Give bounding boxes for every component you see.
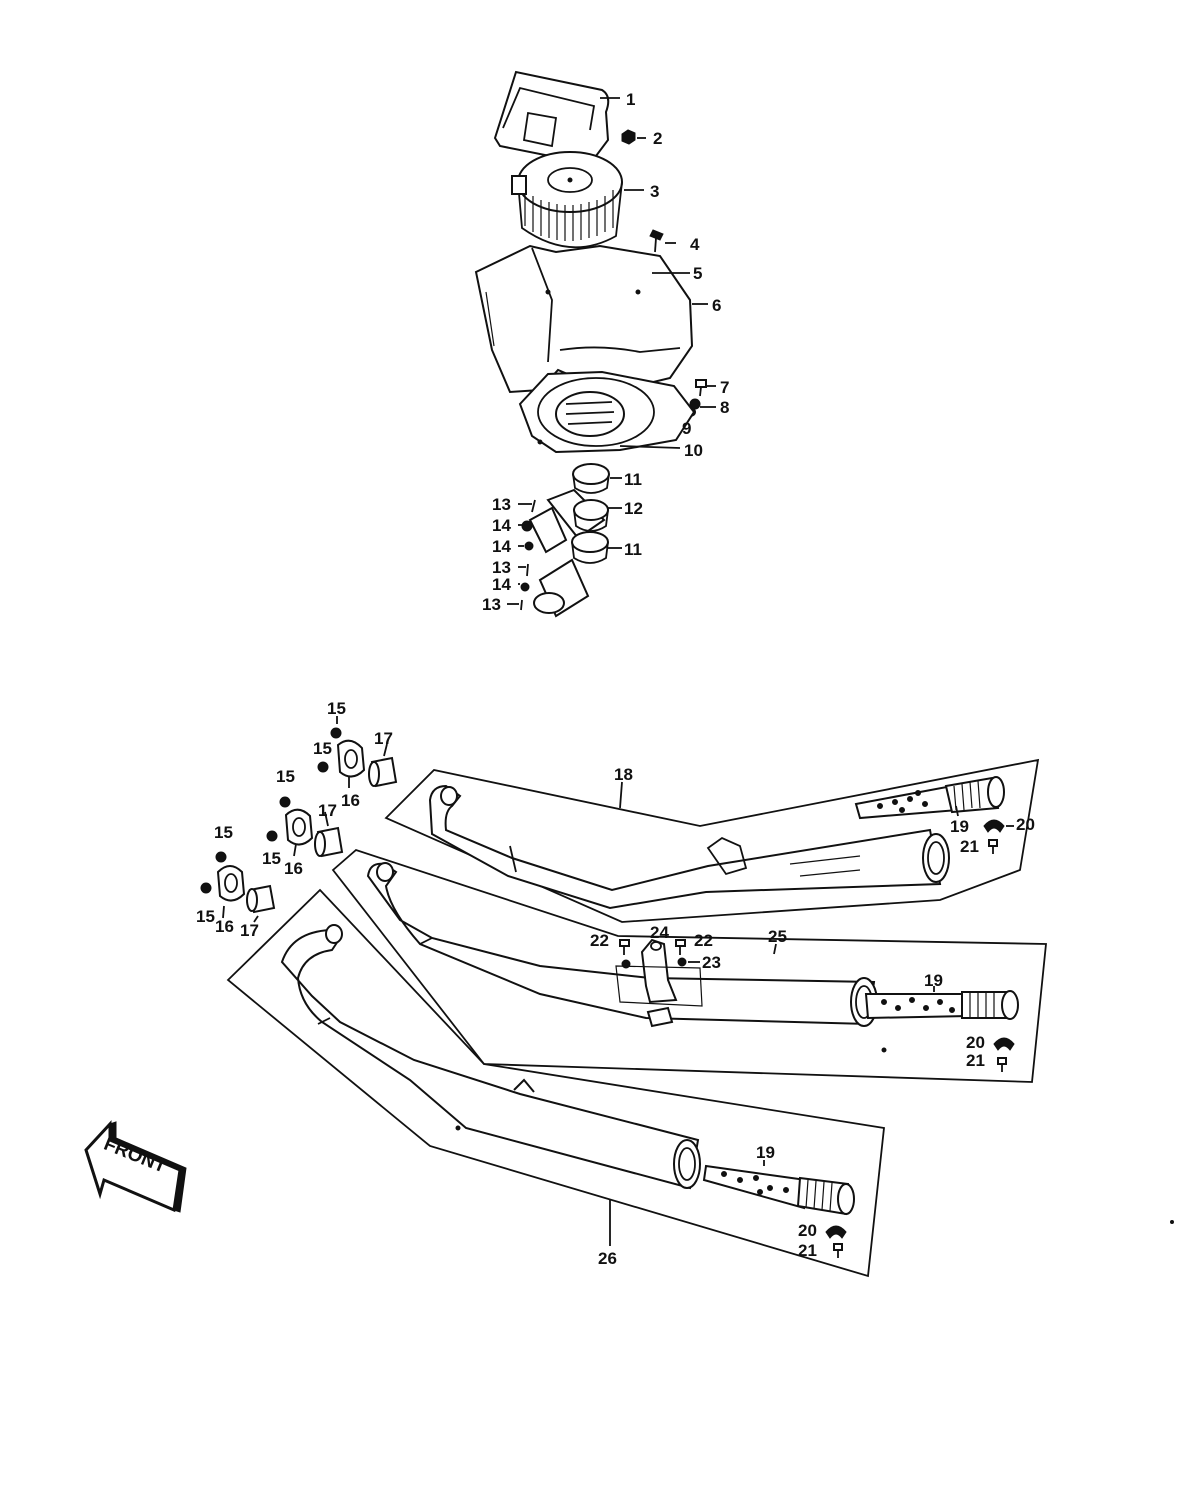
part-22-23-hardware	[619, 939, 687, 969]
label-15-d: 15	[262, 849, 281, 868]
air-cleaner-leaders	[507, 97, 716, 605]
part-18-muffler-upper	[428, 784, 950, 910]
part-8-lock-washer	[689, 398, 701, 410]
label-1: 1	[626, 90, 635, 109]
label-15-a: 15	[327, 699, 346, 718]
label-15-f: 15	[196, 907, 215, 926]
part-6-housing	[474, 244, 694, 394]
label-20-middle: 20	[966, 1033, 985, 1052]
label-16-c: 16	[215, 917, 234, 936]
label-19-upper: 19	[950, 817, 969, 836]
part-26-muffler-lower	[280, 924, 701, 1190]
air-cleaner-assembly: 1 2 3 4 5 6 7 8 9 10 11 12 11 13 14 14 1…	[474, 70, 729, 618]
front-direction-arrow: FRONT	[84, 1120, 187, 1213]
label-4: 4	[690, 235, 700, 254]
label-15-b: 15	[313, 739, 332, 758]
label-17-c: 17	[240, 921, 259, 940]
label-13-b: 13	[492, 558, 511, 577]
label-14-c: 14	[492, 575, 511, 594]
label-16-b: 16	[284, 859, 303, 878]
label-25: 25	[768, 927, 787, 946]
label-6: 6	[712, 296, 721, 315]
part-11-cap-upper	[572, 463, 610, 494]
part-7-bolt	[695, 379, 707, 397]
muffler-26-outline	[226, 888, 885, 1278]
part-19-baffle-middle	[864, 990, 1019, 1020]
label-11-upper: 11	[624, 470, 642, 489]
label-10: 10	[684, 441, 703, 460]
label-17-a: 17	[374, 729, 393, 748]
part-19-baffle-lower	[702, 1164, 855, 1216]
label-11-lower: 11	[624, 540, 642, 559]
label-21-upper: 21	[960, 837, 979, 856]
part-4-wing-bolt	[649, 229, 664, 253]
label-13-a: 13	[492, 495, 511, 514]
label-9: 9	[682, 419, 691, 438]
label-14-a: 14	[492, 516, 511, 535]
label-17-b: 17	[318, 801, 337, 820]
label-22-right: 22	[694, 931, 713, 950]
label-18: 18	[614, 765, 633, 784]
label-24: 24	[650, 923, 669, 942]
label-7: 7	[720, 378, 729, 397]
part-2-nut	[621, 129, 636, 145]
part-24-bracket	[615, 938, 703, 1028]
part-20-21-lower	[825, 1225, 847, 1258]
label-20-upper: 20	[1016, 815, 1035, 834]
muffler-18-outline	[384, 758, 1040, 923]
label-15-e: 15	[214, 823, 233, 842]
exhaust-leaders	[609, 781, 1014, 1246]
label-21-middle: 21	[966, 1051, 985, 1070]
part-14-clamp-nuts	[520, 520, 534, 592]
label-19-lower: 19	[756, 1143, 775, 1162]
label-8: 8	[720, 398, 729, 417]
label-2: 2	[653, 129, 662, 148]
part-19-baffle-upper	[854, 776, 1005, 820]
exhaust-mounting-hardware	[200, 716, 398, 923]
exhaust-system: 15 15 16 17 15 15 16 17 15 15 16 17 18 1…	[196, 699, 1047, 1278]
label-14-b: 14	[492, 537, 511, 556]
label-16-a: 16	[341, 791, 360, 810]
part-1-cap	[493, 70, 610, 162]
label-5: 5	[693, 264, 702, 283]
label-23: 23	[702, 953, 721, 972]
label-12: 12	[624, 499, 643, 518]
stray-mark	[1170, 1220, 1174, 1224]
label-21-lower: 21	[798, 1241, 817, 1260]
part-13-clamp-screws	[520, 499, 536, 611]
label-3: 3	[650, 182, 659, 201]
part-20-21-middle	[993, 1037, 1015, 1072]
intake-boot	[528, 506, 590, 618]
label-15-c: 15	[276, 767, 295, 786]
part-10-base-plate	[518, 370, 696, 454]
part-11-cap-lower	[571, 531, 609, 564]
label-20-lower: 20	[798, 1221, 817, 1240]
part-20-21-upper	[983, 819, 1005, 854]
label-19-middle: 19	[924, 971, 943, 990]
part-3-filter-element	[511, 151, 623, 249]
label-13-c: 13	[482, 595, 501, 614]
label-26: 26	[598, 1249, 617, 1268]
part-12-intake-tube	[546, 488, 609, 540]
label-22-left: 22	[590, 931, 609, 950]
